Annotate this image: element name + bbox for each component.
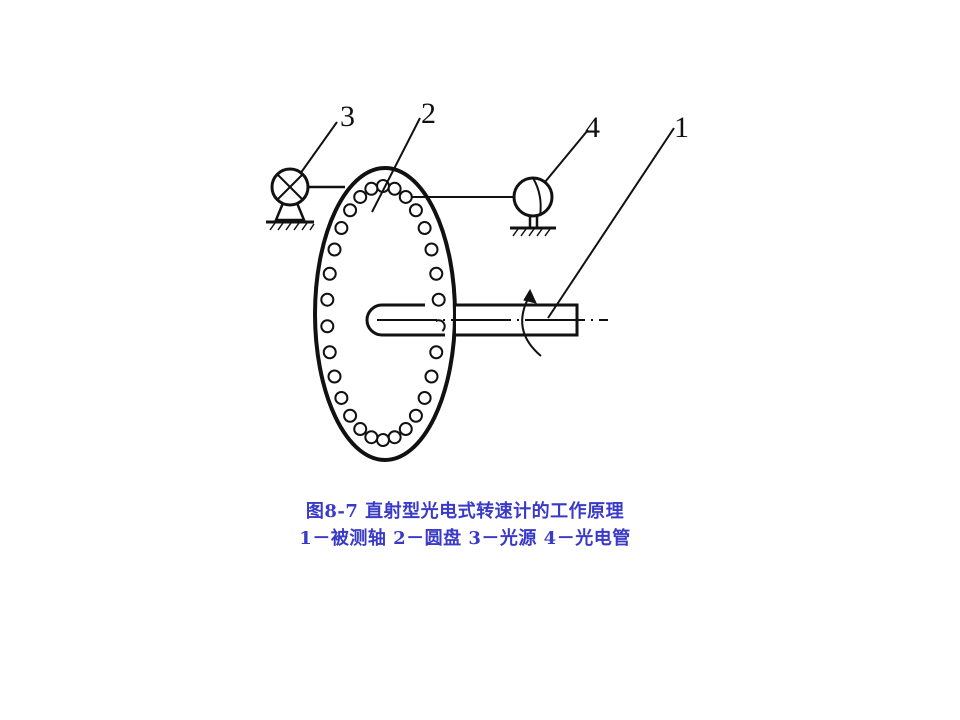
disc-hole (424, 242, 439, 257)
leader-line-disc (371, 117, 421, 213)
rotation-arrow (521, 294, 542, 357)
disc-hole (322, 345, 337, 360)
disc-hole (398, 422, 413, 437)
disc-hole (353, 422, 368, 437)
disc-hole (320, 319, 335, 334)
leader-line-light-source (299, 121, 338, 175)
disc-hole (387, 181, 402, 196)
disc-hole (417, 221, 432, 236)
disc-hole (417, 390, 432, 405)
label-disc: 2 (421, 97, 436, 130)
disc-hole (343, 203, 358, 218)
disc-hole (429, 266, 444, 281)
disc-hole (408, 408, 423, 423)
disc-hole (387, 430, 402, 445)
disc-hole (320, 292, 335, 307)
disc-hole (398, 189, 413, 204)
figure-title: 图8-7 直射型光电式转速计的工作原理 (305, 501, 625, 522)
disc-hole (322, 266, 337, 281)
leader-line-shaft (547, 127, 675, 319)
disc-hole (429, 345, 444, 360)
disc-hole (353, 189, 368, 204)
disc-hole (376, 433, 390, 447)
label-phototube: 4 (585, 111, 600, 144)
label-light-source: 3 (340, 100, 355, 133)
light-source (266, 167, 315, 231)
disc-hole (327, 369, 342, 384)
disc-hole (334, 390, 349, 405)
disc-hole (343, 408, 358, 423)
phototube (510, 176, 556, 237)
disc-hole (408, 203, 423, 218)
disc-hole (334, 221, 349, 236)
disc-hole (431, 292, 446, 307)
disc-holes (320, 179, 446, 447)
label-shaft: 1 (674, 111, 689, 144)
disc-hole (364, 430, 379, 445)
disc (313, 166, 457, 462)
disc-hole (364, 181, 379, 196)
leader-line-phototube (544, 129, 589, 183)
figure-legend: 1－被测轴 2－圆盘 3－光源 4－光电管 (299, 528, 631, 549)
disc-hole (327, 242, 342, 257)
disc-hole (424, 369, 439, 384)
arrow-head-icon (523, 288, 537, 304)
